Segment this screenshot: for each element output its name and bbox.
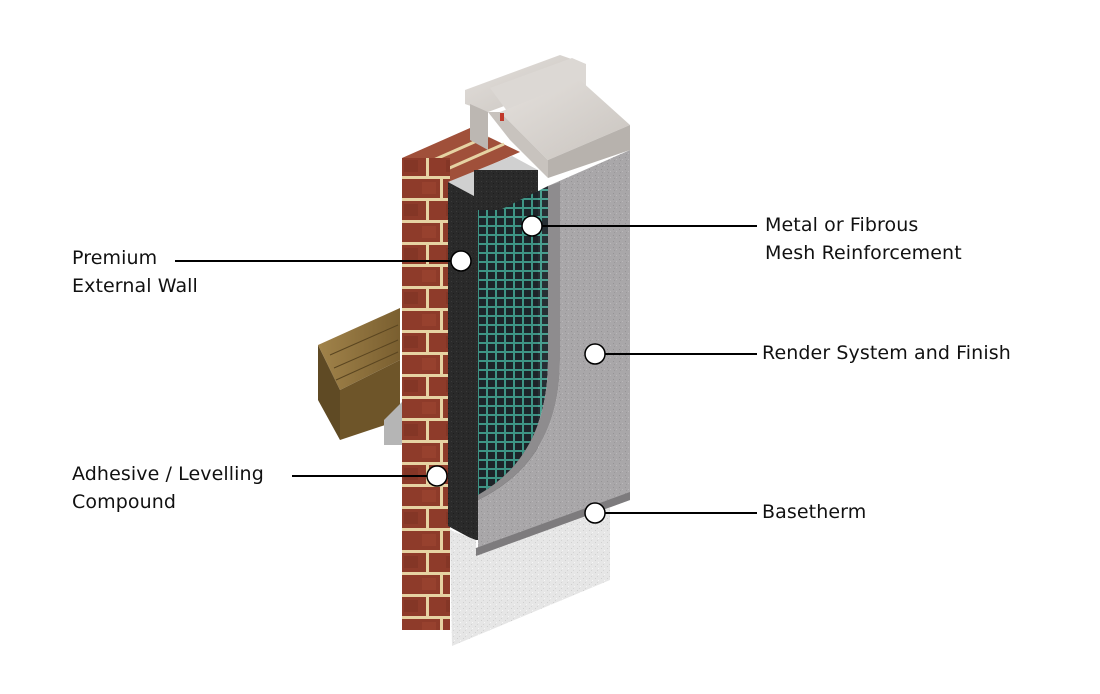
label-render-system-finish: Render System and Finish — [762, 339, 1011, 367]
callout-dot-adhesive[interactable] — [426, 465, 448, 487]
label-line: Basetherm — [762, 501, 867, 523]
callout-lines — [175, 225, 757, 514]
mesh-reinforcement-shape — [478, 186, 548, 495]
label-line: External Wall — [72, 275, 198, 297]
label-adhesive-levelling-compound: Adhesive / Levelling Compound — [72, 460, 264, 516]
label-line: Adhesive / Levelling — [72, 463, 264, 485]
callout-dot-premium-external-wall[interactable] — [450, 250, 472, 272]
render-panel — [478, 150, 630, 556]
callout-dot-basetherm[interactable] — [584, 502, 606, 524]
callout-dot-mesh[interactable] — [521, 215, 543, 237]
callout-dots — [426, 215, 606, 524]
coping-stone — [465, 55, 630, 178]
label-premium-external-wall: Premium External Wall — [72, 244, 198, 300]
label-line: Premium — [72, 247, 158, 269]
brick-wall — [402, 128, 520, 630]
label-line: Compound — [72, 491, 177, 513]
label-line: Render System and Finish — [762, 342, 1011, 364]
callout-dot-render[interactable] — [584, 343, 606, 365]
label-mesh-reinforcement: Metal or Fibrous Mesh Reinforcement — [765, 211, 962, 267]
label-basetherm: Basetherm — [762, 498, 866, 526]
timber-floor-block — [318, 308, 404, 445]
label-line: Metal or Fibrous — [765, 214, 919, 236]
label-line: Mesh Reinforcement — [765, 242, 962, 264]
